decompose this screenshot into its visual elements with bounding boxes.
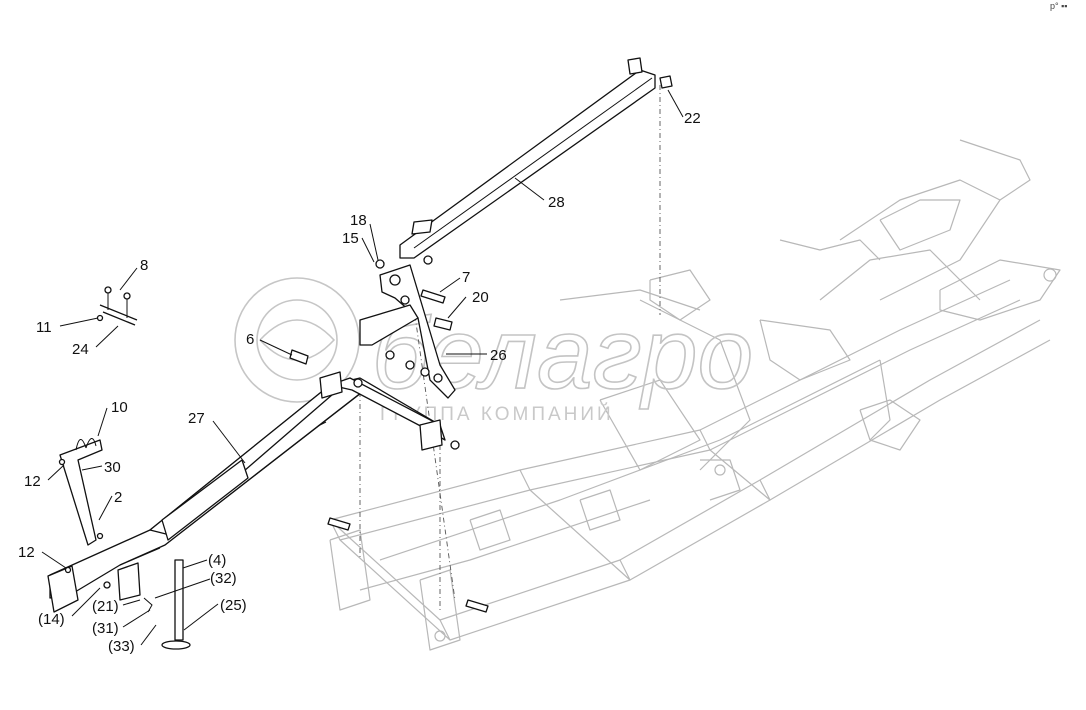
callout-8: 8 (140, 257, 148, 274)
jack-stand-foot (161, 640, 191, 650)
top-link-bar (399, 57, 673, 259)
watermark-logo-leaf (259, 319, 336, 361)
callout-4: (4) (208, 552, 226, 569)
callout-21: (21) (92, 598, 119, 615)
callout-32: (32) (210, 570, 237, 587)
alignment-lines (359, 85, 661, 610)
callout-18: 18 (350, 212, 367, 229)
mounting-bracket (289, 255, 489, 613)
watermark-tagline: ГРУППА КОМПАНИЙ (380, 403, 614, 425)
callout-30: 30 (104, 459, 121, 476)
callout-12-lower: 12 (18, 544, 35, 561)
leader-lines (41, 89, 684, 646)
callout-15: 15 (342, 230, 359, 247)
machine-frame (329, 139, 1061, 651)
front-plate (47, 565, 79, 613)
callout-24: 24 (72, 341, 89, 358)
callout-33: (33) (108, 638, 135, 655)
callout-11: 11 (36, 319, 52, 336)
callout-10: 10 (111, 399, 128, 416)
callout-labels: 8 11 24 10 12 30 2 12 (14) (21) (31) (33… (18, 110, 701, 655)
callout-28: 28 (548, 194, 565, 211)
watermark-logo-inner-ring (256, 299, 338, 381)
hardware-set-left (96, 286, 138, 326)
callout-6: 6 (246, 331, 254, 348)
callout-25: (25) (220, 597, 247, 614)
nut (659, 75, 673, 89)
callout-20: 20 (472, 289, 489, 306)
watermark: белагро ГРУППА КОМПАНИЙ (234, 277, 754, 425)
callout-26: 26 (490, 347, 507, 364)
callout-31: (31) (92, 620, 119, 637)
callout-2: 2 (114, 489, 122, 506)
callout-14: (14) (38, 611, 65, 628)
callout-12-upper: 12 (24, 473, 41, 490)
callout-27: 27 (188, 410, 205, 427)
holder-bracket (59, 439, 103, 546)
callout-7: 7 (462, 269, 470, 286)
corner-mark: p° ▪▪ (1050, 1, 1068, 11)
drawbar-assembly (47, 371, 460, 650)
callout-22: 22 (684, 110, 701, 127)
jack-stand-post (174, 559, 184, 641)
watermark-logo-ring (234, 277, 360, 403)
